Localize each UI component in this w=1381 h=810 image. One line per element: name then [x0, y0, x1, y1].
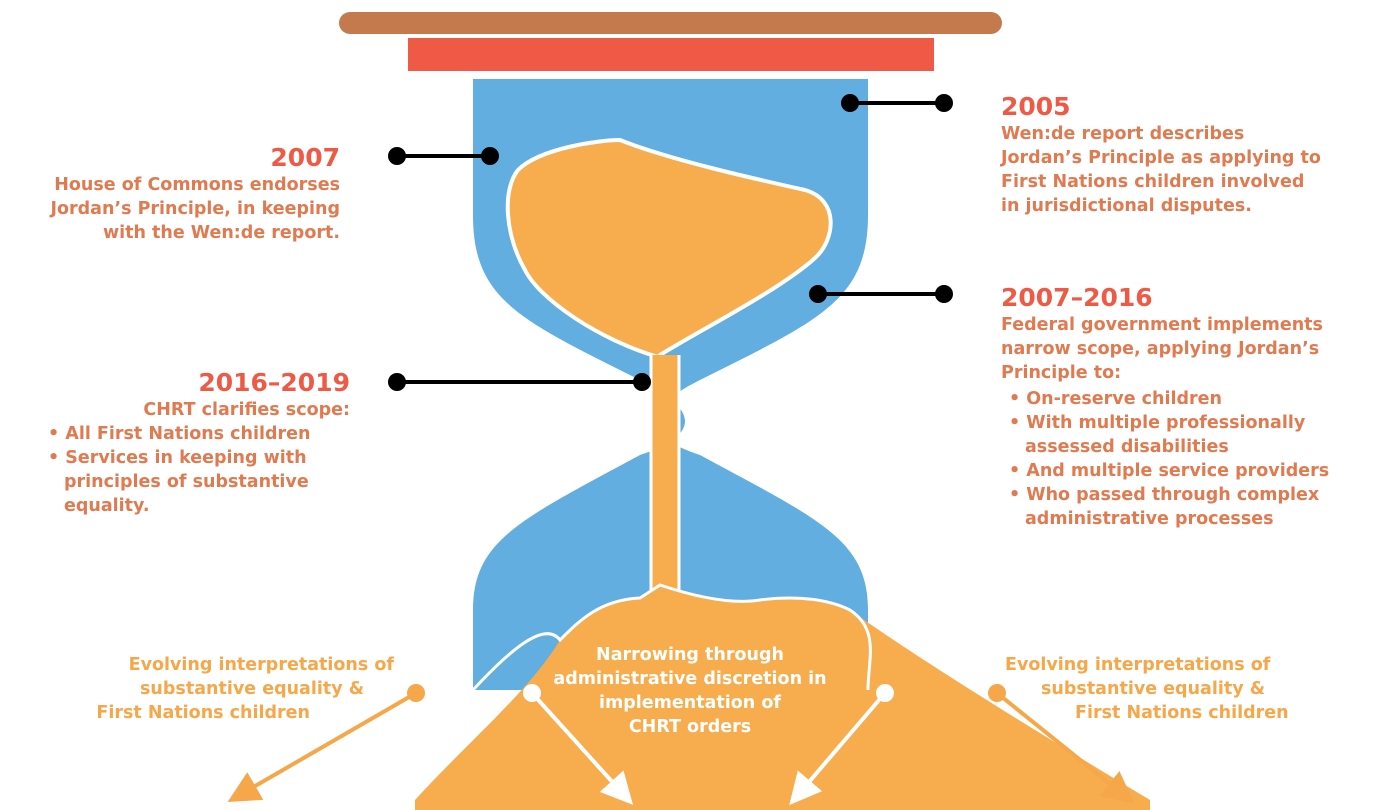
milestone-year: 2007 — [270, 143, 340, 172]
note-narrowing-center: Narrowing through administrative discret… — [545, 643, 835, 739]
milestone-intro-line: narrow scope, applying Jordan’s — [1001, 339, 1320, 359]
note-evolving-left: Evolving interpretations of substantive … — [64, 653, 394, 725]
connector-dot — [633, 373, 651, 391]
connector-dot — [935, 94, 953, 112]
note-line: implementation of — [599, 693, 781, 713]
hourglass-upper-sand — [505, 137, 833, 360]
note-line: Evolving interpretations of — [1005, 655, 1271, 675]
connector-dot — [809, 285, 827, 303]
milestone-list: All First Nations children Services in k… — [48, 422, 350, 518]
connector-dot — [481, 147, 499, 165]
milestone-text-line: Jordan’s Principle as applying to — [1001, 148, 1321, 168]
milestone-text-line: in jurisdictional disputes. — [1001, 196, 1252, 216]
hourglass-cap-bar — [339, 12, 1002, 34]
list-item: With multiple professionally assessed di… — [1009, 411, 1376, 459]
arrow-origin-dot — [523, 684, 541, 702]
milestone-text-line: Jordan’s Principle, in keeping — [50, 199, 340, 219]
arrow-origin-dot — [988, 684, 1006, 702]
arrow-right-outer — [995, 691, 1135, 804]
milestone-intro-line: Principle to: — [1001, 363, 1122, 383]
hourglass-sand-pile — [415, 585, 1150, 810]
note-line: substantive equality & — [1041, 679, 1265, 699]
note-line: substantive equality & — [140, 679, 364, 699]
note-evolving-right: Evolving interpretations of substantive … — [1005, 653, 1345, 725]
milestone-year: 2005 — [1001, 92, 1071, 121]
note-line: Narrowing through — [596, 645, 784, 665]
connector-dot — [841, 94, 859, 112]
arrow-center-left — [530, 691, 634, 805]
milestone-text-line: with the Wen:de report. — [102, 223, 340, 243]
note-line: First Nations children — [1075, 703, 1289, 723]
note-line: CHRT orders — [628, 717, 752, 737]
arrow-origin-dot — [407, 684, 425, 702]
hourglass-sand-stream — [651, 355, 679, 615]
milestone-2016-2019: 2016–2019 CHRT clarifies scope: All Firs… — [48, 368, 350, 518]
milestone-text-line: Wen:de report describes — [1001, 124, 1245, 144]
list-item: Who passed through complex administrativ… — [1009, 483, 1376, 531]
connector-dot — [388, 147, 406, 165]
milestone-2007-2016: 2007–2016 Federal government implements … — [1001, 283, 1376, 531]
milestone-year: 2016–2019 — [198, 368, 350, 397]
note-line: First Nations children — [96, 703, 310, 723]
arrow-center-right — [789, 691, 887, 806]
note-line: Evolving interpretations of — [128, 655, 394, 675]
list-item: And multiple service providers — [1009, 459, 1376, 483]
hourglass-cap-band — [408, 38, 934, 71]
list-item: On-reserve children — [1009, 387, 1376, 411]
milestone-2005: 2005 Wen:de report describes Jordan’s Pr… — [1001, 92, 1371, 218]
milestone-intro: CHRT clarifies scope: — [143, 400, 350, 420]
list-item: Services in keeping with principles of s… — [48, 446, 350, 518]
arrow-origin-dot — [876, 684, 894, 702]
milestone-2007: 2007 House of Commons endorses Jordan’s … — [0, 143, 340, 245]
milestone-text-line: First Nations children involved — [1001, 172, 1305, 192]
list-item: All First Nations children — [48, 422, 350, 446]
note-line: administrative discretion in — [553, 669, 827, 689]
connector-dot — [388, 373, 406, 391]
milestone-year: 2007–2016 — [1001, 283, 1153, 312]
arrow-left-outer — [227, 691, 418, 803]
milestone-intro-line: Federal government implements — [1001, 315, 1323, 335]
milestone-text-line: House of Commons endorses — [54, 175, 340, 195]
milestone-list: On-reserve children With multiple profes… — [1009, 387, 1376, 531]
connector-dot — [935, 285, 953, 303]
